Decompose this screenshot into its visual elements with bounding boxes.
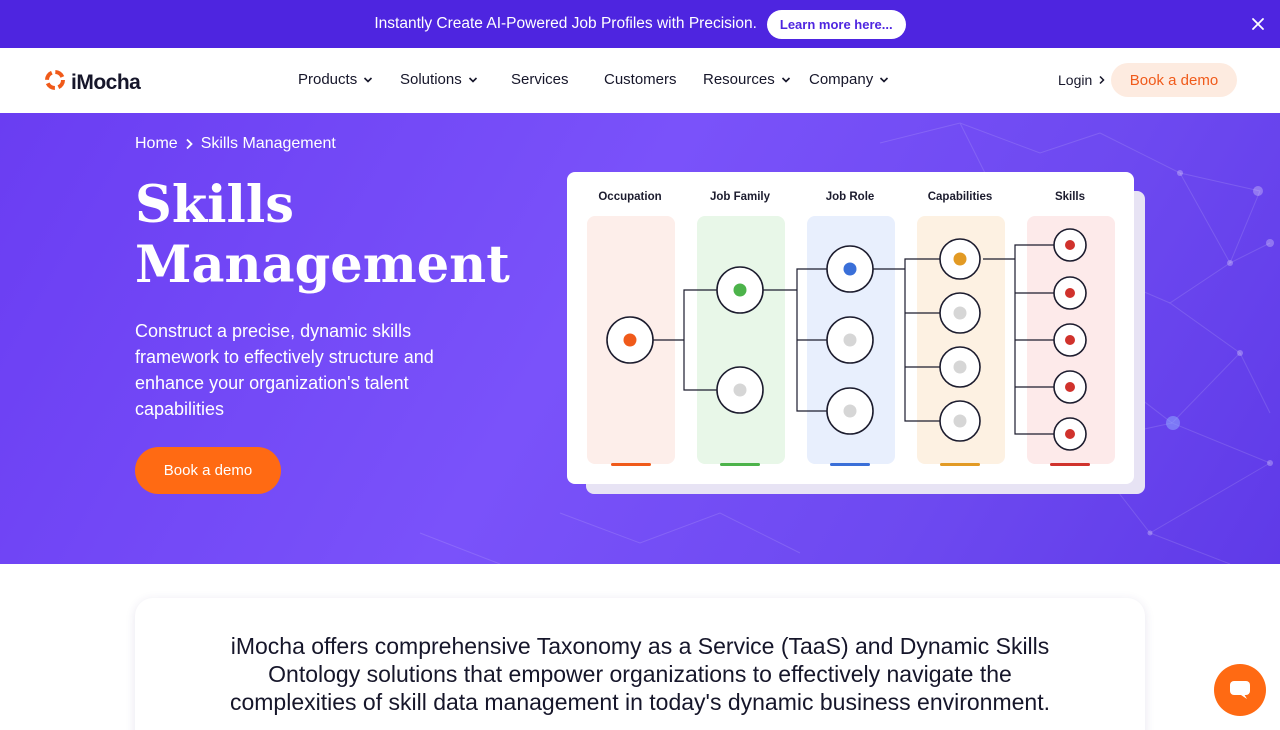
learn-more-button[interactable]: Learn more here... xyxy=(766,9,906,39)
node-job-role xyxy=(826,387,874,435)
nav-book-demo-button[interactable]: Book a demo xyxy=(1111,63,1237,97)
chevron-right-icon xyxy=(1099,75,1105,85)
main-nav: iMocha Products Solutions Services Custo… xyxy=(0,48,1280,113)
node-skill xyxy=(1053,417,1087,451)
hierarchy-tree xyxy=(606,228,1087,451)
column-header-occupation: Occupation xyxy=(598,191,662,203)
page-title: Skills Management xyxy=(135,175,515,295)
column-accent-skills xyxy=(1050,463,1090,466)
node-capability xyxy=(939,400,981,442)
node-capability xyxy=(939,292,981,334)
column-header-job-family: Job Family xyxy=(709,191,771,203)
column-accent-job-family xyxy=(720,463,760,466)
hero-book-demo-button[interactable]: Book a demo xyxy=(135,447,281,494)
chevron-right-icon xyxy=(186,138,193,150)
close-icon[interactable] xyxy=(1248,14,1268,34)
hero-description: Construct a precise, dynamic skills fram… xyxy=(135,321,434,419)
chevron-down-icon xyxy=(364,76,373,83)
chevron-down-icon xyxy=(781,76,790,83)
nav-services[interactable]: Services xyxy=(511,71,569,88)
skills-diagram-card: Occupation Job Family Job Role Capabilit… xyxy=(567,172,1134,484)
announcement-text: Instantly Create AI-Powered Job Profiles… xyxy=(374,15,757,32)
column-header-skills: Skills xyxy=(1054,191,1086,203)
chevron-down-icon xyxy=(468,76,477,83)
node-skill xyxy=(1053,276,1087,310)
nav-solutions-label: Solutions xyxy=(400,71,462,88)
node-job-role xyxy=(826,316,874,364)
nav-services-label: Services xyxy=(511,71,569,88)
nav-resources[interactable]: Resources xyxy=(703,71,791,88)
node-job-family xyxy=(716,366,764,414)
tree-connectors xyxy=(653,244,1054,435)
nav-customers[interactable]: Customers xyxy=(604,71,677,88)
logo-icon xyxy=(43,68,67,97)
node-capability xyxy=(939,346,981,388)
node-skill xyxy=(1053,323,1087,357)
hero-section: Home Skills Management Skills Management… xyxy=(0,113,1280,564)
nav-company-label: Company xyxy=(809,71,874,88)
node-job-role-active xyxy=(826,245,874,293)
node-occupation xyxy=(606,316,654,364)
node-skill xyxy=(1053,370,1087,404)
chevron-down-icon xyxy=(880,76,889,83)
logo[interactable]: iMocha xyxy=(43,68,141,97)
column-accent-occupation xyxy=(611,463,651,466)
column-accent-capabilities xyxy=(940,463,980,466)
node-capability-active xyxy=(939,238,981,280)
chat-launcher-button[interactable] xyxy=(1214,664,1266,716)
chat-bubble-icon xyxy=(1230,681,1250,699)
node-skill xyxy=(1053,228,1087,262)
taas-statement-card: iMocha offers comprehensive Taxonomy as … xyxy=(135,598,1145,730)
nav-resources-label: Resources xyxy=(703,71,775,88)
taas-statement-text: iMocha offers comprehensive Taxonomy as … xyxy=(229,633,1050,715)
page-title-line1: Skills xyxy=(135,175,295,235)
column-header-job-role: Job Role xyxy=(825,191,875,203)
page-title-line2: Management xyxy=(135,235,510,295)
nav-solutions[interactable]: Solutions xyxy=(400,71,478,88)
announcement-bar: Instantly Create AI-Powered Job Profiles… xyxy=(0,0,1280,48)
nav-products-label: Products xyxy=(298,71,358,88)
column-accent-job-role xyxy=(830,463,870,466)
breadcrumb: Home Skills Management xyxy=(135,135,336,153)
nav-company[interactable]: Company xyxy=(809,71,889,88)
logo-text: iMocha xyxy=(71,70,141,94)
login-label: Login xyxy=(1058,72,1093,88)
nav-products[interactable]: Products xyxy=(298,71,373,88)
node-job-family-active xyxy=(716,266,764,314)
column-job-family xyxy=(697,216,785,464)
breadcrumb-current: Skills Management xyxy=(200,135,336,152)
nav-customers-label: Customers xyxy=(604,71,677,88)
column-header-capabilities: Capabilities xyxy=(927,191,993,203)
breadcrumb-home[interactable]: Home xyxy=(135,135,178,152)
login-link[interactable]: Login xyxy=(1058,72,1106,88)
